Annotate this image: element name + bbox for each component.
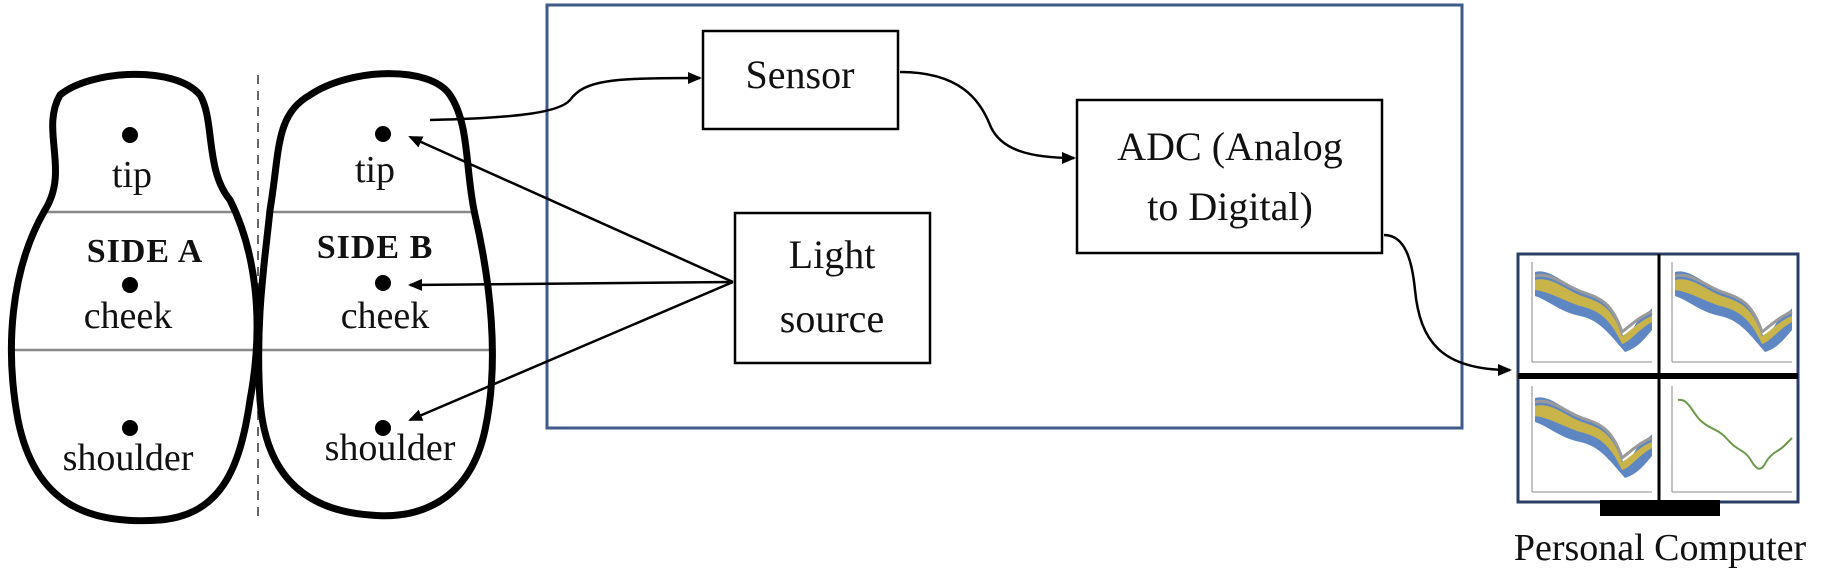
- computer-label: Personal Computer: [1514, 527, 1807, 569]
- light-source-box: Light source: [733, 211, 932, 365]
- side-b-tip-point: [375, 126, 391, 142]
- side-a-shoulder-label: shoulder: [63, 437, 194, 479]
- fruit-side-a: tip SIDE A cheek shoulder: [7, 70, 261, 525]
- fruit-side-b: tip SIDE B cheek shoulder: [255, 70, 496, 520]
- arrow-sensor-to-adc: [899, 70, 1076, 164]
- side-a-cheek-label: cheek: [84, 295, 173, 337]
- screen-plot-3: [1531, 386, 1653, 493]
- device-frame: [545, 3, 1464, 430]
- light-source-label-line1: Light: [789, 232, 876, 277]
- arrow-tip-to-sensor: [429, 72, 702, 122]
- side-b-label: SIDE B: [317, 229, 434, 266]
- arrow-adc-to-computer: [1383, 233, 1512, 376]
- personal-computer: Personal Computer: [1514, 252, 1807, 569]
- screen-plot-4: [1671, 386, 1793, 493]
- side-b-cheek-point: [375, 275, 391, 291]
- side-a-shoulder-point: [122, 420, 138, 436]
- adc-label-line1: ADC (Analog: [1117, 124, 1343, 169]
- arrow-light-to-tip: [408, 135, 734, 284]
- side-b-outline: [255, 70, 496, 520]
- side-a-tip-point: [122, 127, 138, 143]
- arrow-light-to-cheek: [408, 278, 734, 291]
- screen-plot-2: [1671, 262, 1793, 363]
- arrow-light-to-shoulder: [408, 280, 734, 422]
- side-b-tip-label: tip: [355, 149, 395, 191]
- adc-label-line2: to Digital): [1147, 184, 1313, 229]
- side-a-tip-label: tip: [112, 154, 152, 196]
- side-b-shoulder-label: shoulder: [325, 427, 456, 469]
- sensor-label: Sensor: [746, 52, 855, 97]
- sensor-box: Sensor: [701, 29, 900, 131]
- side-b-cheek-label: cheek: [341, 295, 430, 337]
- side-a-outline: [7, 70, 261, 525]
- adc-box: ADC (Analog to Digital): [1075, 98, 1384, 255]
- side-a-label: SIDE A: [87, 233, 204, 270]
- screen-plot-1: [1531, 262, 1653, 363]
- monitor-stand: [1600, 500, 1720, 516]
- light-source-label-line2: source: [780, 296, 884, 341]
- side-a-cheek-point: [122, 277, 138, 293]
- side-b-shoulder-point: [375, 420, 391, 436]
